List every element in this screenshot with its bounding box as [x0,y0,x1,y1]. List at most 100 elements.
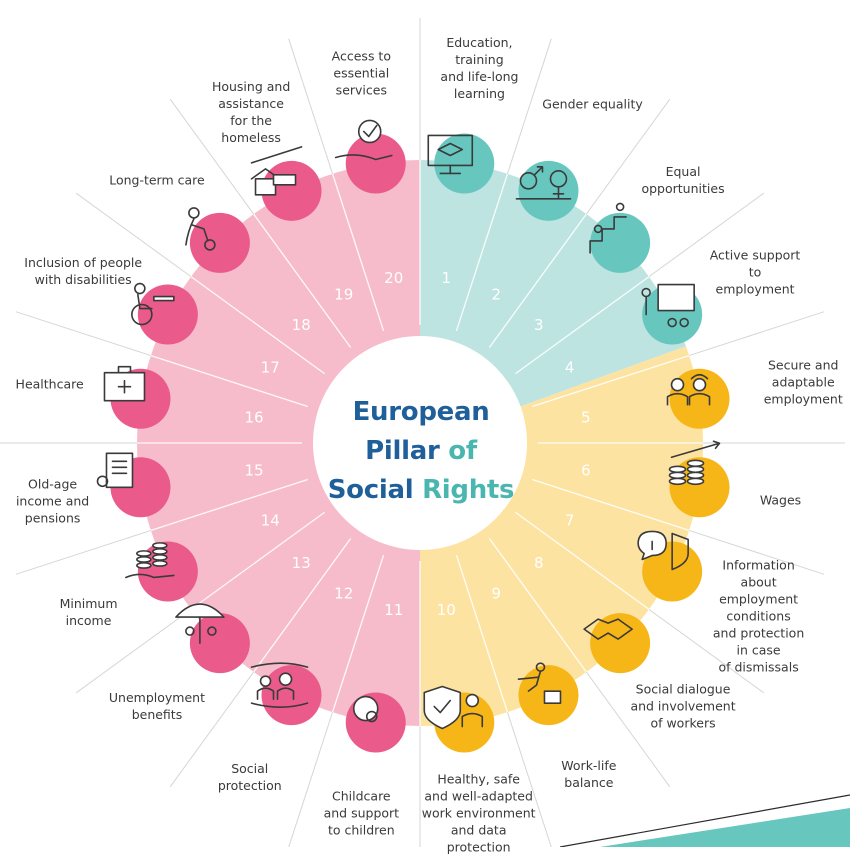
elderly-care-icon [185,207,250,273]
leader-line [169,98,255,215]
leader-line [15,311,152,357]
hand-check-icon [334,119,406,194]
principle-number: 8 [534,554,544,572]
principle-number: 20 [384,269,403,287]
principle-number: 4 [565,359,575,377]
title-line-1: European [352,396,490,427]
principle-number: 14 [261,511,280,529]
principle-label: Education, training and life-long learni… [440,34,519,101]
principle-dot [518,160,579,221]
corner-stripe-line [559,794,850,847]
principle-label: Work-life balance [561,758,617,791]
principle-number: 11 [384,601,403,619]
leader-line [75,608,192,694]
leader-line [506,38,552,175]
leader-line [585,98,671,215]
corner-stripe-fill [600,808,850,847]
principle-label: Minimum income [59,595,118,628]
leader-line [506,711,552,847]
principle-label: Healthcare [15,376,84,392]
principle-number: 17 [261,359,280,377]
title-word-pillar: Pillar [365,435,440,466]
leader-line [585,671,671,788]
title-line-3: Social Rights [328,471,515,510]
title-word-social: Social [327,474,414,505]
principle-label: Social dialogue and involvement of worke… [630,681,736,731]
principle-dot [669,368,730,429]
parent-child-icon [345,692,406,753]
leader-line [75,192,192,278]
leader-line [169,671,255,788]
principle-label: Wages [759,492,802,508]
leader-line [648,192,765,278]
leader-line [15,529,152,575]
central-title: European Pillar of Social Rights [315,345,527,557]
coins-growth-icon [668,440,730,518]
principle-dot [669,457,730,518]
principle-label: Long-term care [109,172,205,188]
leader-line [688,529,825,575]
title-word-of: of [448,435,477,466]
principle-dot [261,665,322,726]
principle-dot [189,613,250,674]
principle-number: 5 [581,409,591,427]
principle-number: 2 [491,285,501,303]
principle-label: Active support to employment [709,247,801,297]
principle-dot [189,212,250,273]
principle-label: Inclusion of people with disabilities [24,255,143,288]
leader-line [288,711,334,847]
principle-number: 9 [491,585,501,603]
safety-shield-worker-icon [423,685,495,753]
protected-people-icon [250,662,322,726]
principle-dot [137,284,198,345]
principle-label: Access to essential services [331,48,391,98]
gender-equality-icon [515,160,579,221]
principle-label: Equal opportunities [641,163,725,196]
title-line-2: Pillar of [365,432,477,471]
pension-document-icon [96,452,171,518]
principle-dot [345,133,406,194]
leader-line [288,38,334,175]
principle-label: Unemployment benefits [108,690,205,723]
principle-number: 13 [292,554,311,572]
title-word-rights: Rights [422,474,515,505]
principle-label: Healthy, safe and well-adapted work envi… [421,771,536,855]
presentation-board-icon [641,283,703,345]
umbrella-people-icon [175,603,250,674]
principle-number: 6 [581,461,591,479]
principle-label: Housing and assistance for the homeless [211,78,291,145]
principle-number: 15 [245,461,264,479]
principle-number: 10 [437,601,456,619]
principle-label: Social protection [217,761,282,794]
leader-line [688,311,825,357]
principle-number: 18 [292,316,311,334]
medical-kit-icon [103,365,171,429]
principle-label: Gender equality [542,96,643,112]
principle-dot [590,212,651,273]
principle-number: 3 [534,316,544,334]
principle-label: Childcare and support to children [323,788,400,838]
principle-dot [434,133,495,194]
equal-opportunities-stairs-icon [589,202,651,273]
work-life-balance-icon [517,662,579,726]
workers-icon [666,368,730,429]
coins-hand-icon [125,541,198,602]
center-hub [313,336,527,550]
principle-number: 16 [245,409,264,427]
icon-layer [96,119,730,753]
principle-label: Information about employment conditions … [712,557,805,675]
principle-number: 12 [334,585,353,603]
wheelchair-desk-icon [131,282,198,345]
principle-number: 1 [442,269,452,287]
education-screen-icon [427,133,495,194]
principle-label: Old-age income and pensions [15,476,90,526]
house-bed-icon [250,146,322,221]
handshake-icon [583,613,651,674]
principle-number: 7 [565,511,575,529]
info-shield-icon [637,530,703,602]
principle-label: Secure and adaptable employment [763,357,843,407]
principle-number: 19 [334,285,353,303]
